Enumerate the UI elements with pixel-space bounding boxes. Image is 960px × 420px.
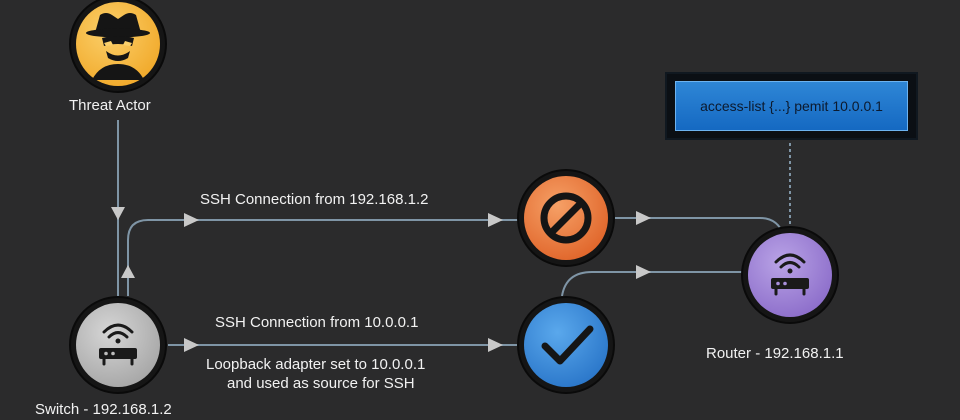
- threat-actor-label: Threat Actor: [69, 97, 151, 114]
- threat-actor-node: [69, 0, 167, 93]
- router-node: [741, 226, 839, 324]
- acl-text: access-list {...} pemit 10.0.0.1: [675, 81, 908, 131]
- blocked-icon: [540, 192, 592, 244]
- arrow-right: [184, 213, 199, 227]
- acl-box: access-list {...} pemit 10.0.0.1: [665, 72, 918, 140]
- blocked-path-line: [127, 219, 518, 296]
- arrow-right: [636, 265, 651, 279]
- arrow-right: [488, 213, 503, 227]
- switch-node: [69, 296, 167, 394]
- arrow-right: [184, 338, 199, 352]
- arrow-down: [111, 207, 125, 220]
- network-device-icon: [99, 323, 137, 366]
- allowed-node: [517, 296, 615, 394]
- loopback-note-line1: Loopback adapter set to 10.0.0.1: [206, 356, 426, 373]
- arrow-right: [636, 211, 651, 225]
- blocked-node: [517, 169, 615, 267]
- spy-icon: [86, 13, 150, 80]
- arrow-up: [121, 265, 135, 278]
- arrowheads: [111, 207, 651, 352]
- allowed-connection-label: SSH Connection from 10.0.0.1: [215, 314, 419, 331]
- checkmark-icon: [541, 325, 594, 365]
- arrow-right: [488, 338, 503, 352]
- network-device-icon: [771, 253, 809, 296]
- router-label: Router - 192.168.1.1: [706, 345, 844, 362]
- allowed-to-router-line: [561, 271, 748, 297]
- switch-label: Switch - 192.168.1.2: [35, 401, 172, 418]
- blocked-connection-label: SSH Connection from 192.168.1.2: [200, 191, 429, 208]
- loopback-note-line2: and used as source for SSH: [227, 375, 415, 392]
- connector-lines: [117, 120, 791, 346]
